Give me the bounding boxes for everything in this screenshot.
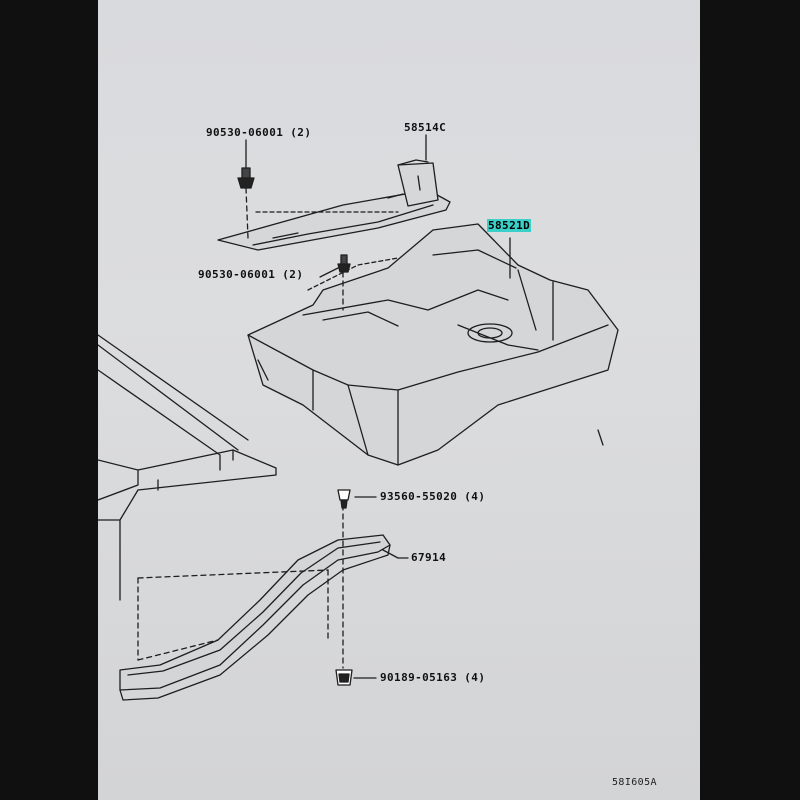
callout-floor-mat-highlight: 58521D: [487, 219, 532, 232]
floor-mat-58521d-drawing: [247, 223, 619, 466]
callout-scuff-plate: 67914: [411, 551, 447, 564]
callout-scuff-clip: 93560-55020 (4): [380, 490, 486, 503]
leader-lines: [245, 134, 511, 679]
callout-bracket: 58514C: [404, 121, 447, 134]
clip-93560-icon: [337, 489, 351, 509]
bracket-58514c-drawing: [217, 159, 451, 251]
parts-diagram: [98, 134, 619, 701]
scuff-plate-67914-drawing: [119, 534, 391, 701]
retainer-90189-icon: [335, 669, 353, 686]
clip-middle-icon: [337, 254, 351, 273]
callout-clip-top: 90530-06001 (2): [206, 126, 312, 139]
callout-floor-mat: 58521D: [487, 219, 532, 232]
clip-top-icon: [237, 167, 255, 189]
clip-icons: [237, 167, 353, 686]
scuff-reference-lines: [137, 569, 329, 661]
clip-guide-lines: [245, 187, 344, 669]
callout-retainer: 90189-05163 (4): [380, 671, 486, 684]
callout-clip-middle: 90530-06001 (2): [198, 268, 304, 281]
body-frame-lines: [98, 334, 277, 601]
monitor-screen: 90530-06001 (2) 58514C 58521D 90530-0600…: [98, 0, 700, 800]
figure-code: 58I605A: [612, 777, 657, 788]
